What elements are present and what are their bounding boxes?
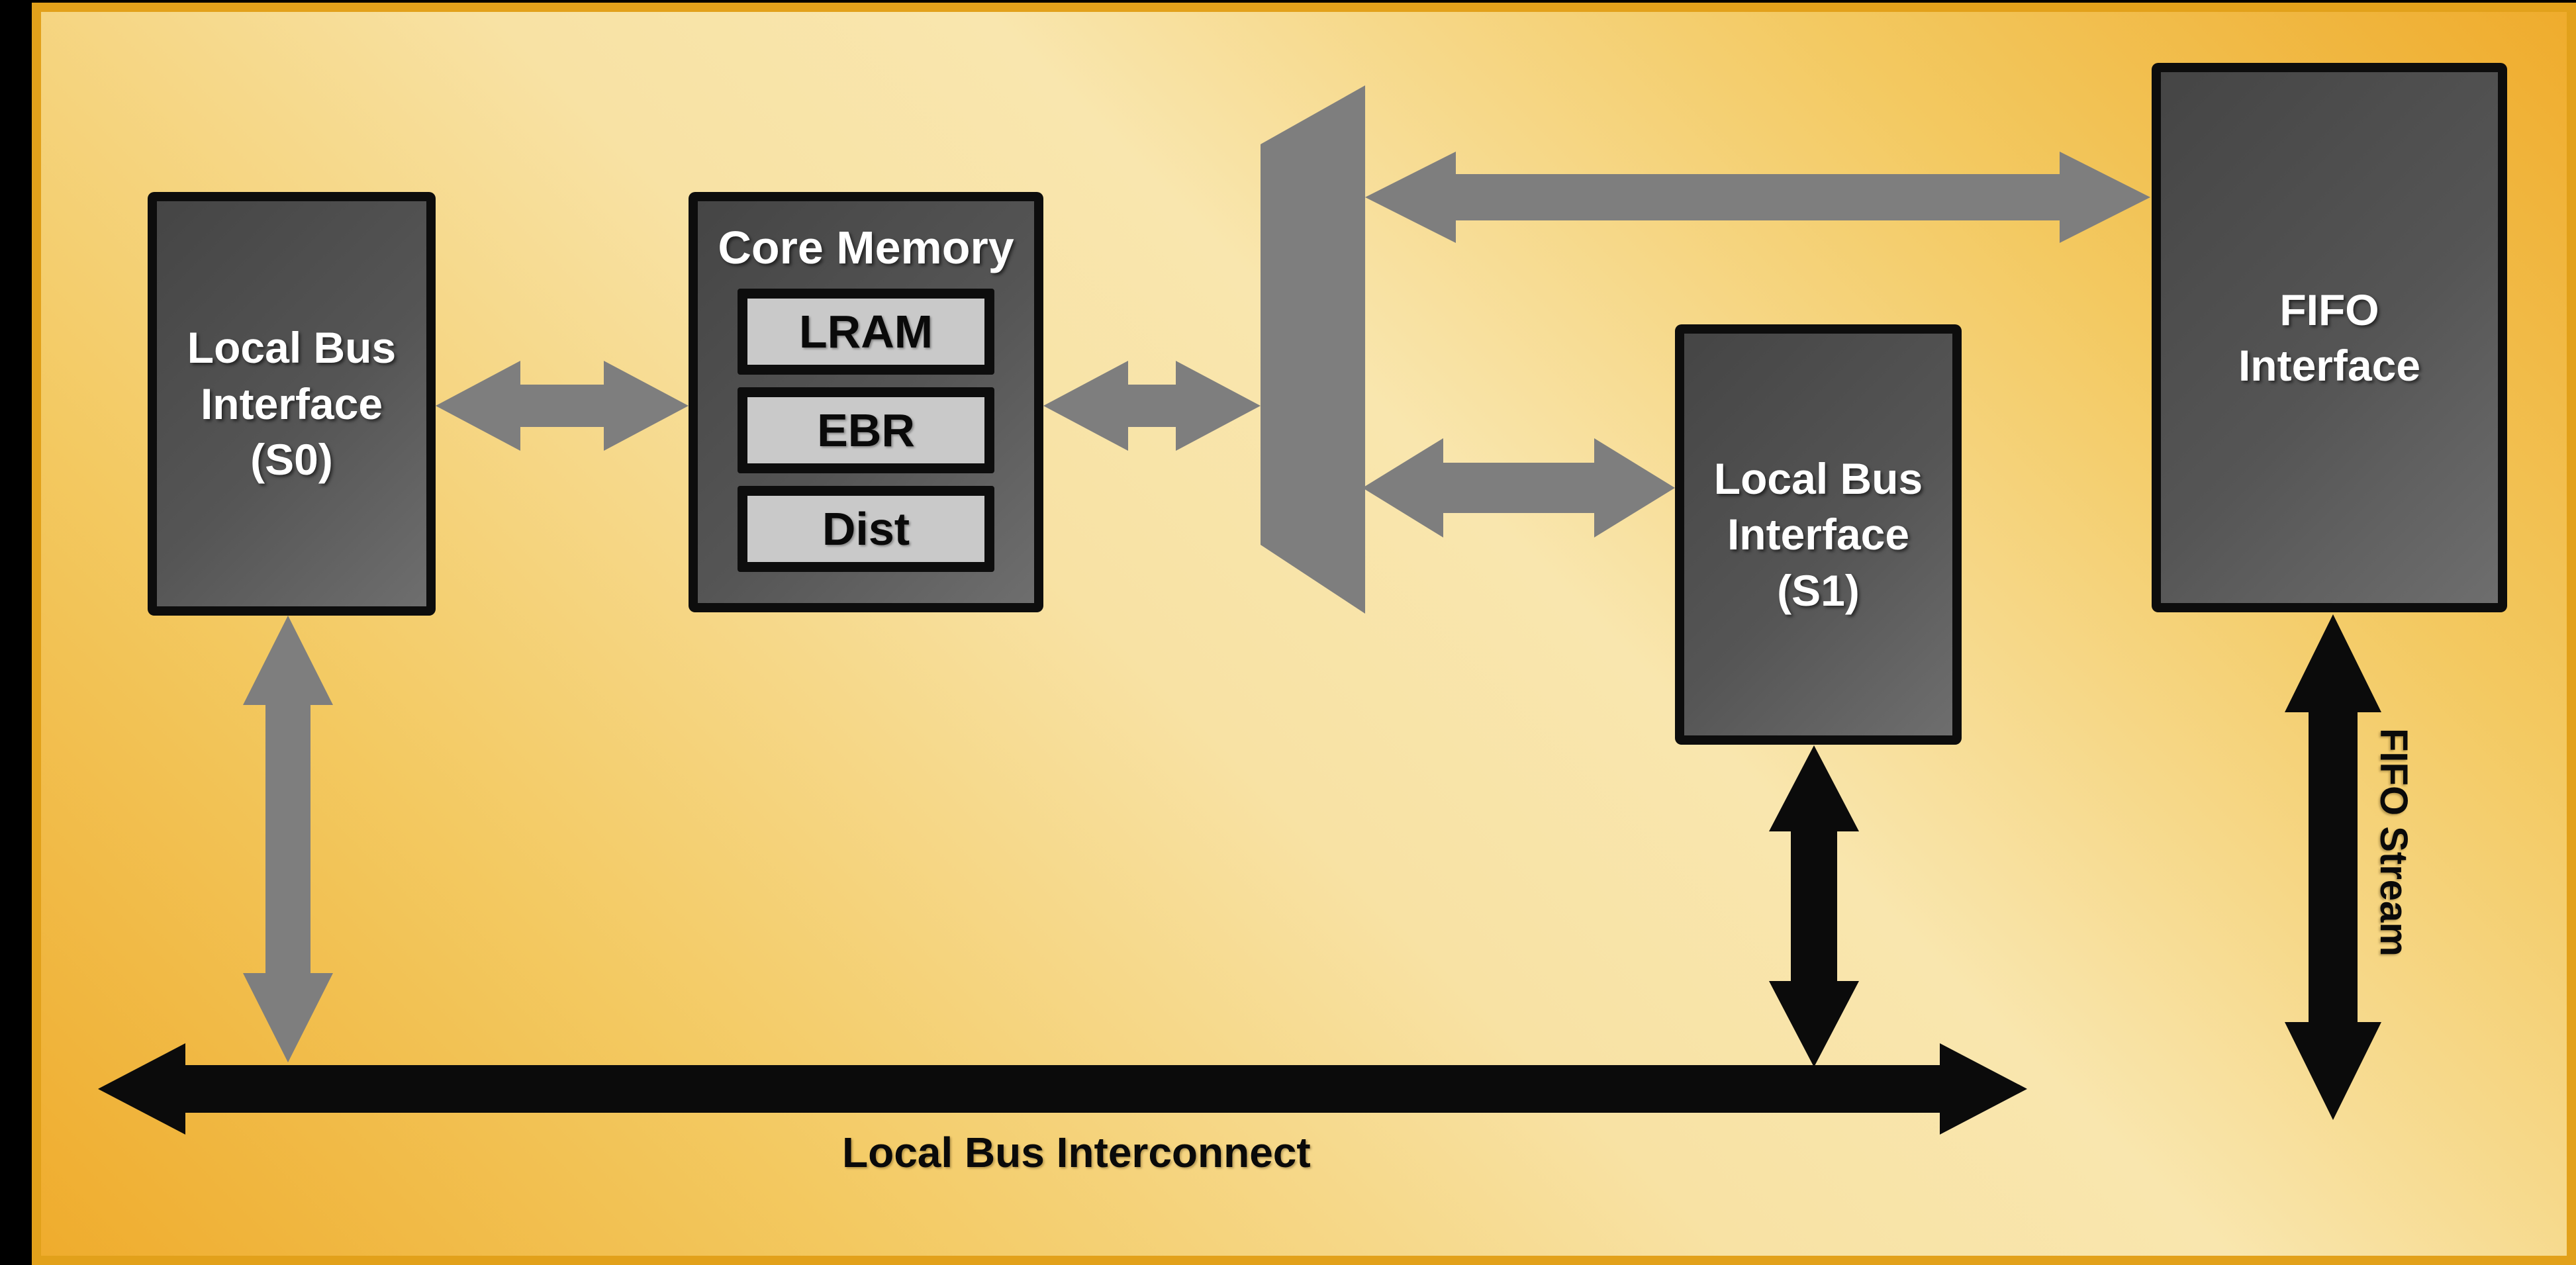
node-label-line: (S1) [1777,565,1860,615]
node-label-line: (S0) [250,435,333,485]
arrow-mux-s1 [1362,438,1675,538]
arrow-mux-fifo [1365,152,2150,243]
module-label: Dist [822,503,910,555]
node-local-bus-interface-s0: Local Bus Interface (S0) [148,192,436,616]
module-ebr: EBR [738,387,994,473]
module-dist: Dist [738,486,994,572]
node-local-bus-interface-s1: Local Bus Interface (S1) [1675,324,1962,745]
node-label-line: Interface [200,379,383,428]
node-fifo-interface: FIFO Interface [2152,63,2507,612]
node-label-line: Interface [1727,510,1910,559]
module-label: EBR [817,404,915,456]
arrow-fifo-stream [2285,614,2381,1120]
node-core-memory: Core Memory LRAM EBR Dist [689,192,1043,612]
core-memory-title: Core Memory [718,222,1014,273]
node-label-line: Local Bus [1713,453,1923,503]
arrow-local-bus-interconnect [98,1043,2027,1135]
local-bus-interconnect-label: Local Bus Interconnect [842,1129,1311,1176]
arrow-core-mux [1043,361,1261,451]
node-label-line: FIFO [2279,285,2379,334]
mux-shape [1261,85,1365,614]
module-lram: LRAM [738,289,994,375]
arrow-s0-bus [243,616,333,1062]
module-label: LRAM [798,306,933,357]
node-label-line: Local Bus [187,323,397,373]
arrow-s1-bus [1769,745,1859,1067]
arrow-s0-core [436,361,689,451]
fifo-stream-label: FIFO Stream [2372,728,2415,957]
node-label-line: Interface [2238,341,2421,390]
